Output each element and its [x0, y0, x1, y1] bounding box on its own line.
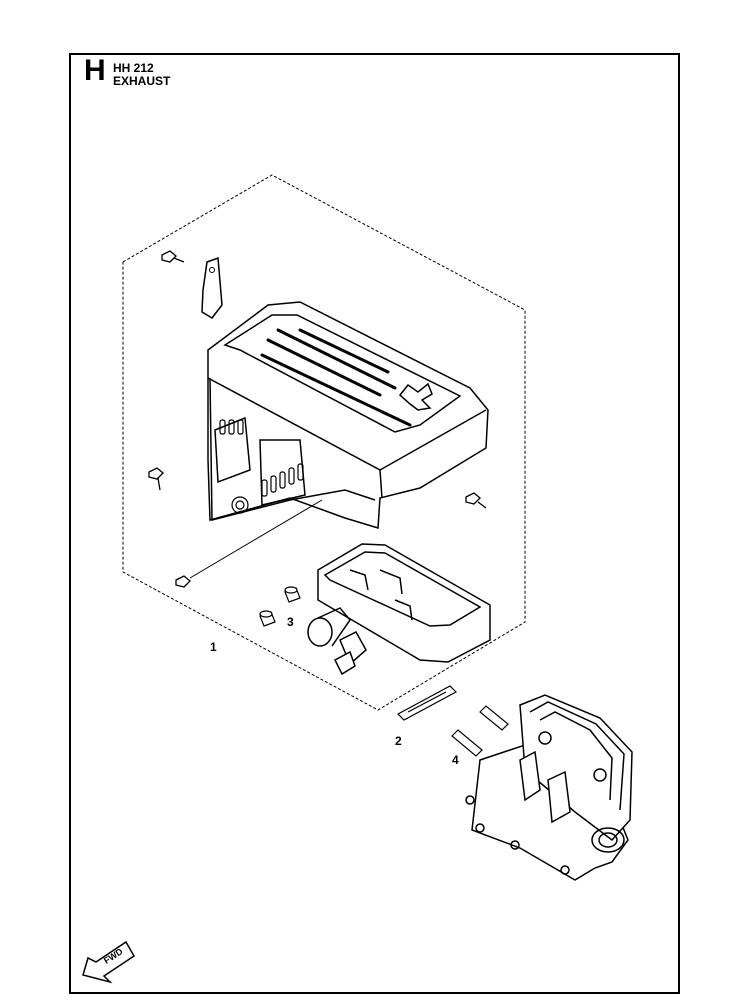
bolt-right — [465, 492, 487, 509]
fwd-arrow-icon — [82, 940, 135, 984]
section-title: EXHAUST — [113, 74, 171, 88]
gasket — [397, 685, 457, 721]
callout-3: 3 — [287, 615, 294, 629]
shield-slots — [260, 328, 412, 427]
nut-upper — [284, 586, 301, 603]
muffler — [307, 543, 491, 676]
assembly-outline — [122, 174, 526, 711]
bolt-mid-left — [148, 467, 164, 491]
nut-lower — [259, 610, 276, 627]
mounting-bracket — [201, 256, 223, 319]
brand-logo-icon — [398, 382, 433, 411]
section-letter: H — [84, 54, 106, 87]
callout-2: 2 — [395, 734, 402, 748]
callout-4: 4 — [452, 753, 459, 767]
shield-vents — [219, 419, 304, 514]
cylinder-head — [465, 694, 633, 881]
bolt-top-left — [161, 250, 185, 263]
model-label: HH 212 — [113, 61, 154, 75]
callout-1: 1 — [210, 640, 217, 654]
stud-lower — [451, 729, 483, 757]
bolt-leader-line — [189, 499, 323, 579]
header-text: HH 212 EXHAUST — [113, 62, 170, 88]
bolt-lower-left — [175, 575, 191, 588]
page-frame — [69, 53, 680, 994]
stud-upper — [479, 705, 509, 731]
heat-shield — [207, 301, 489, 529]
